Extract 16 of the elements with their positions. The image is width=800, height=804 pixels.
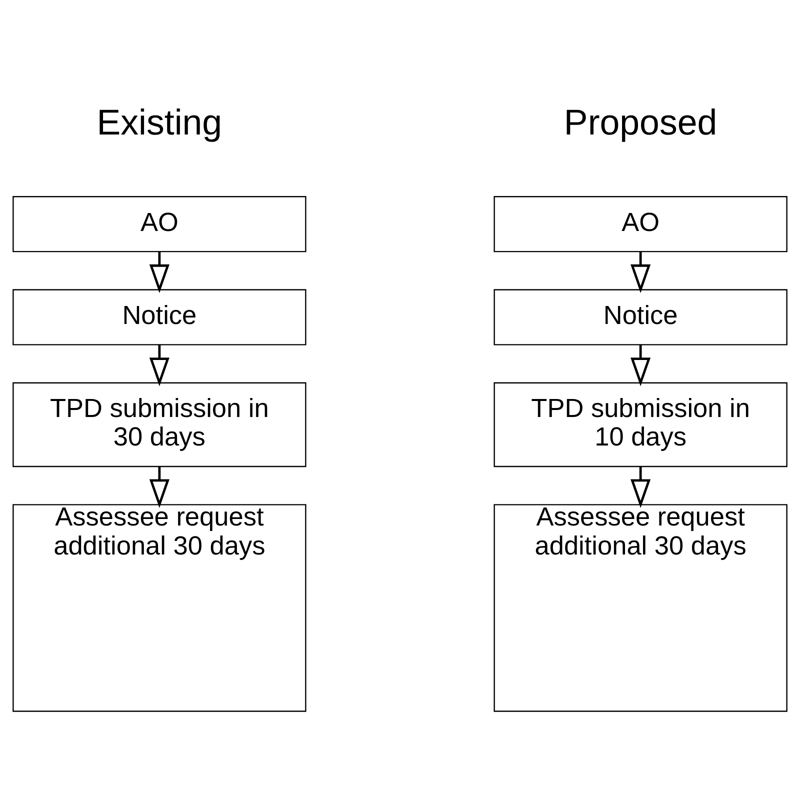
node-box: TPD submission in 10 days	[494, 382, 788, 468]
label: Existing	[96, 102, 222, 143]
node-box: AO	[494, 196, 788, 252]
node-box: TPD submission in 30 days	[12, 382, 306, 468]
arrow	[149, 252, 170, 294]
label: Proposed	[564, 102, 718, 143]
arrow	[630, 466, 651, 508]
node-box: Notice	[494, 289, 788, 346]
arrow	[630, 252, 651, 294]
arrow	[149, 466, 170, 508]
node-box: Assessee request additional 30 days	[12, 504, 306, 712]
node-box: Notice	[12, 289, 306, 346]
arrow	[630, 344, 651, 386]
node-box: AO	[12, 196, 306, 252]
arrow	[149, 344, 170, 386]
node-box: Assessee request additional 30 days	[494, 504, 788, 712]
